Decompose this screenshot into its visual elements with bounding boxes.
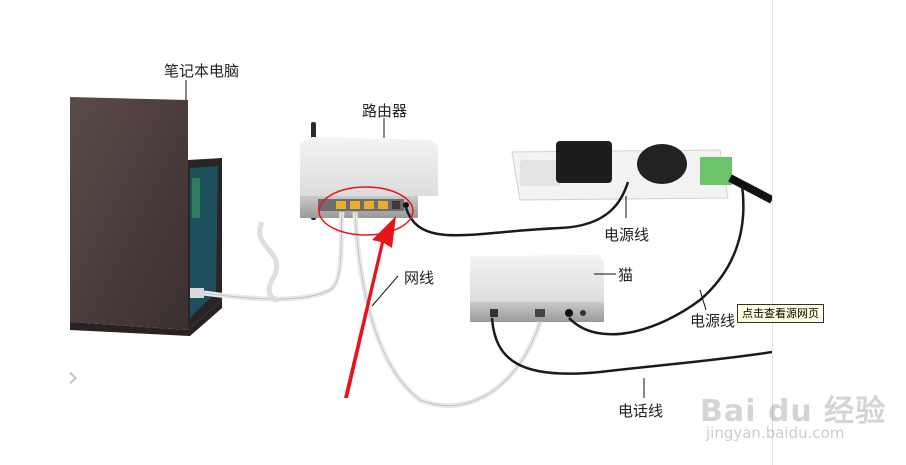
label-power-strip-cable: 电源线 <box>604 226 649 244</box>
view-source-tooltip[interactable]: 点击查看源网页 <box>737 304 824 323</box>
next-image-arrow-icon[interactable]: › <box>67 360 79 395</box>
highlight-arrow <box>344 216 396 398</box>
label-router: 路由器 <box>362 102 407 120</box>
right-blank-panel <box>773 0 906 465</box>
modem-adapter <box>637 144 687 184</box>
right-separator <box>772 0 773 465</box>
left-gutter <box>0 0 70 465</box>
router-adapter <box>556 141 612 183</box>
cables <box>203 181 773 409</box>
label-modem: 猫 <box>618 266 633 284</box>
label-network-cable: 网线 <box>404 269 434 287</box>
label-laptop: 笔记本电脑 <box>164 62 239 80</box>
laptop <box>70 97 222 336</box>
port-highlight-ellipse <box>318 186 414 236</box>
baidu-jingyan-watermark: Bai du 经验 <box>700 394 887 429</box>
label-phone-line: 电话线 <box>618 402 663 420</box>
label-modem-power-cable: 电源线 <box>690 312 735 330</box>
leader-lines <box>185 80 707 398</box>
watermark-url: jingyan.baidu.com <box>706 424 845 442</box>
power-strip <box>511 141 774 204</box>
router <box>300 122 438 220</box>
modem <box>470 255 604 322</box>
